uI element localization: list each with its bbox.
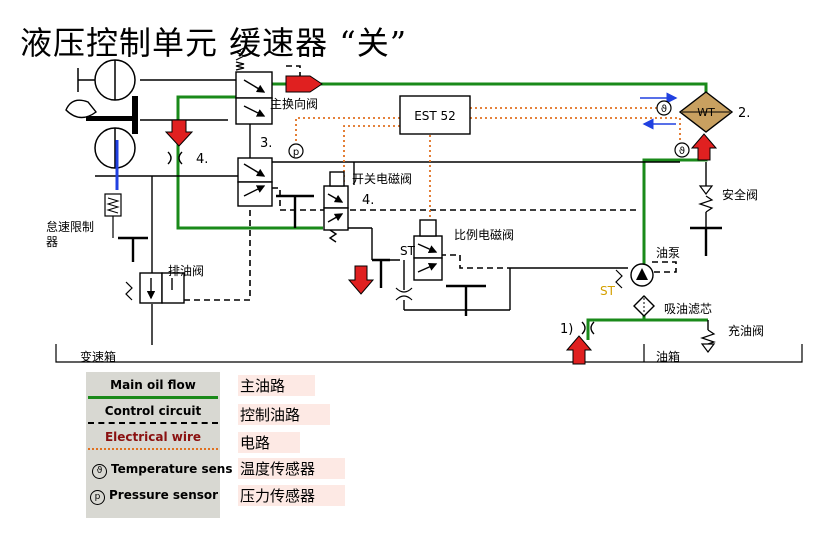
- fill-valve-label: 充油阀: [728, 324, 765, 338]
- page-title: 液压控制单元 缓速器 “关”: [20, 24, 408, 62]
- red-arrow-down-mid: [347, 265, 375, 295]
- pressure-sensor: p: [293, 147, 299, 158]
- pressure-sensor-icon: p: [90, 490, 105, 505]
- filter-label: 吸油滤芯: [664, 302, 713, 316]
- red-arrow-down-left: [164, 119, 194, 147]
- main-valve: [235, 61, 273, 125]
- number-4b: 4.: [362, 193, 375, 208]
- temp-sensor-icon: ϑ: [92, 464, 107, 479]
- shaft-crossbar: [86, 116, 136, 121]
- retarder-box-label: 变速箱: [80, 350, 117, 364]
- on-off-valve: [323, 171, 349, 243]
- est-controller: [399, 95, 471, 135]
- legend-control-cn: 控制油路: [238, 404, 331, 425]
- legend-control-line: [88, 422, 218, 424]
- restrictor-icon: [581, 321, 595, 335]
- limiter-spring-icon: [106, 197, 120, 214]
- legend-electrical: Electrical wire: [104, 430, 202, 444]
- fill-valve-icon: [700, 343, 716, 353]
- legend-main-oil: Main oil flow: [110, 378, 196, 392]
- oil-tank-label: 油箱: [656, 350, 681, 364]
- legend-pressure-text: Pressure sensor: [109, 488, 219, 502]
- legend-main-oil-cn: 主油路: [238, 375, 316, 396]
- prop-valve-label: 比例电磁阀: [454, 228, 515, 242]
- legend-temp: ϑ Temperature sens: [86, 462, 232, 479]
- orifice-icon: [395, 287, 413, 301]
- legend: Main oil flow Control circuit Electrical…: [86, 372, 232, 518]
- valve-3: [237, 157, 273, 207]
- legend-temp-text: Temperature sens: [111, 462, 233, 476]
- legend-pressure-cn: 压力传感器: [238, 485, 346, 506]
- st-label: ST: [400, 244, 415, 258]
- fill-valve-spring-icon: [700, 329, 716, 345]
- on-off-valve-label: 开关电磁阀: [352, 172, 413, 186]
- solid-lines: [95, 79, 709, 352]
- sensors: [288, 100, 690, 159]
- safety-valve-label: 安全阀: [722, 188, 759, 202]
- legend-electrical-line: [88, 448, 218, 450]
- oil-pump-label: 油泵: [656, 246, 681, 260]
- red-arrow-up-right: [690, 133, 718, 161]
- legend-electrical-cn: 电路: [238, 432, 301, 453]
- number-4a: 4.: [196, 152, 209, 167]
- number-2: 2.: [738, 106, 751, 121]
- legend-temp-cn: 温度传感器: [238, 458, 346, 479]
- drain-spring-icon: [125, 281, 133, 301]
- red-arrow-up-bottom: [565, 335, 593, 365]
- electrical-lines: [295, 107, 681, 222]
- speed-limiter-label-2: 器: [46, 235, 59, 249]
- shaft-bar: [132, 96, 138, 134]
- safety-valve-icon: [698, 185, 714, 195]
- number-1: 1): [560, 322, 574, 337]
- tank-outline: [55, 344, 803, 363]
- left-pumps: [77, 59, 136, 169]
- legend-main-oil-line: [88, 396, 218, 399]
- wt-label: WT: [697, 106, 715, 119]
- main-valve-spring-icon: [234, 47, 246, 61]
- main-valve-label: 主换向阀: [270, 97, 319, 111]
- prop-valve: [413, 219, 443, 281]
- legend-pressure: p Pressure sensor: [86, 488, 224, 505]
- st-label-2: ST: [600, 284, 615, 298]
- legend-control: Control circuit: [104, 404, 202, 418]
- est-label: EST 52: [414, 109, 456, 123]
- red-arrow-main: [285, 75, 323, 93]
- restrictor-icon: [167, 151, 183, 165]
- temp-sensor: ϑ: [661, 104, 667, 115]
- number-3: 3.: [260, 136, 273, 151]
- drain-valve: [139, 272, 185, 304]
- drain-valve-label: 排油阀: [168, 264, 205, 278]
- pedal-icon: [65, 99, 97, 119]
- speed-limiter-label: 怠速限制: [46, 220, 95, 234]
- temp-sensor: ϑ: [679, 146, 685, 157]
